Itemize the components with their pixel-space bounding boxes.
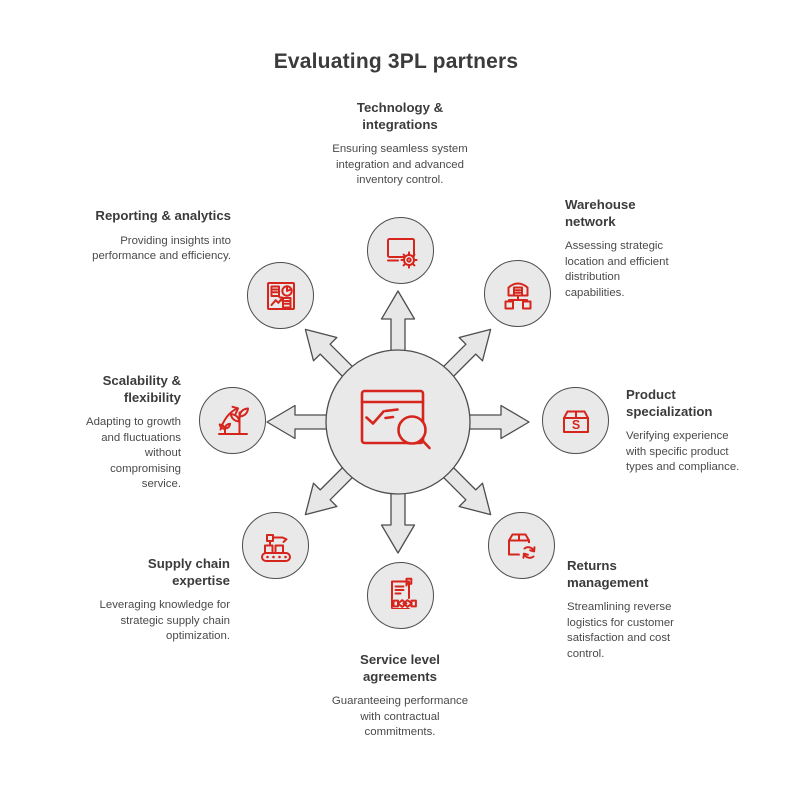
node-text-technology-integrations: Technology & integrations Ensuring seaml… xyxy=(322,100,478,189)
contract-handshake-icon xyxy=(390,577,417,609)
node-description: Assessing strategic location and efficie… xyxy=(565,240,669,299)
node-circle-reporting-analytics xyxy=(247,262,314,329)
node-text-service-level-agreements: Service level agreements Guaranteeing pe… xyxy=(330,652,470,741)
node-title: Technology & integrations xyxy=(356,100,444,132)
node-circle-supply-chain-expertise xyxy=(242,512,309,579)
node-description: Guaranteeing performance with contractua… xyxy=(331,695,469,738)
node-title: Reporting & analytics xyxy=(95,208,231,223)
node-description: Adapting to growth and fluctuations with… xyxy=(86,416,181,490)
node-circle-service-level-agreements xyxy=(367,562,434,629)
node-title: Supply chain expertise xyxy=(147,556,230,588)
node-text-reporting-analytics: Reporting & analytics Providing insights… xyxy=(91,208,231,265)
node-description: Leveraging knowledge for strategic suppl… xyxy=(99,599,230,642)
hub-diagram xyxy=(266,290,530,554)
node-description: Ensuring seamless system integration and… xyxy=(332,143,468,186)
node-title: Product specialization xyxy=(626,387,713,419)
node-text-returns-management: Returns management Streamlining reverse … xyxy=(567,558,695,662)
analytics-dashboard-icon xyxy=(266,281,295,310)
warehouse-distribution-icon xyxy=(504,282,531,309)
returns-recycle-box-icon xyxy=(507,533,538,562)
product-letter: S xyxy=(571,418,579,432)
node-circle-scalability-flexibility xyxy=(199,387,266,454)
node-circle-warehouse-network xyxy=(484,260,551,327)
node-text-scalability-flexibility: Scalability & flexibility Adapting to gr… xyxy=(79,373,181,493)
monitor-gear-icon xyxy=(386,237,418,269)
node-title: Scalability & flexibility xyxy=(102,373,181,405)
node-text-product-specialization: Product specialization Verifying experie… xyxy=(626,387,751,476)
node-title: Service level agreements xyxy=(360,652,440,684)
node-text-warehouse-network: Warehouse network Assessing strategic lo… xyxy=(565,197,681,301)
node-description: Verifying experience with specific produ… xyxy=(626,430,740,473)
node-circle-product-specialization: S xyxy=(542,387,609,454)
node-description: Providing insights into performance and … xyxy=(92,234,231,263)
node-title: Returns management xyxy=(567,558,649,590)
page-title: Evaluating 3PL partners xyxy=(273,50,519,73)
node-circle-technology-integrations xyxy=(367,217,434,284)
product-box-icon: S xyxy=(562,410,589,433)
conveyor-robot-icon xyxy=(260,533,291,562)
growth-plant-arrow-icon xyxy=(217,405,249,435)
hub-circle xyxy=(325,349,471,495)
node-circle-returns-management xyxy=(488,512,555,579)
node-description: Streamlining reverse logistics for custo… xyxy=(567,601,674,660)
node-text-supply-chain-expertise: Supply chain expertise Leveraging knowle… xyxy=(87,556,230,645)
browser-search-audit-icon xyxy=(360,389,431,450)
node-title: Warehouse network xyxy=(565,197,636,229)
